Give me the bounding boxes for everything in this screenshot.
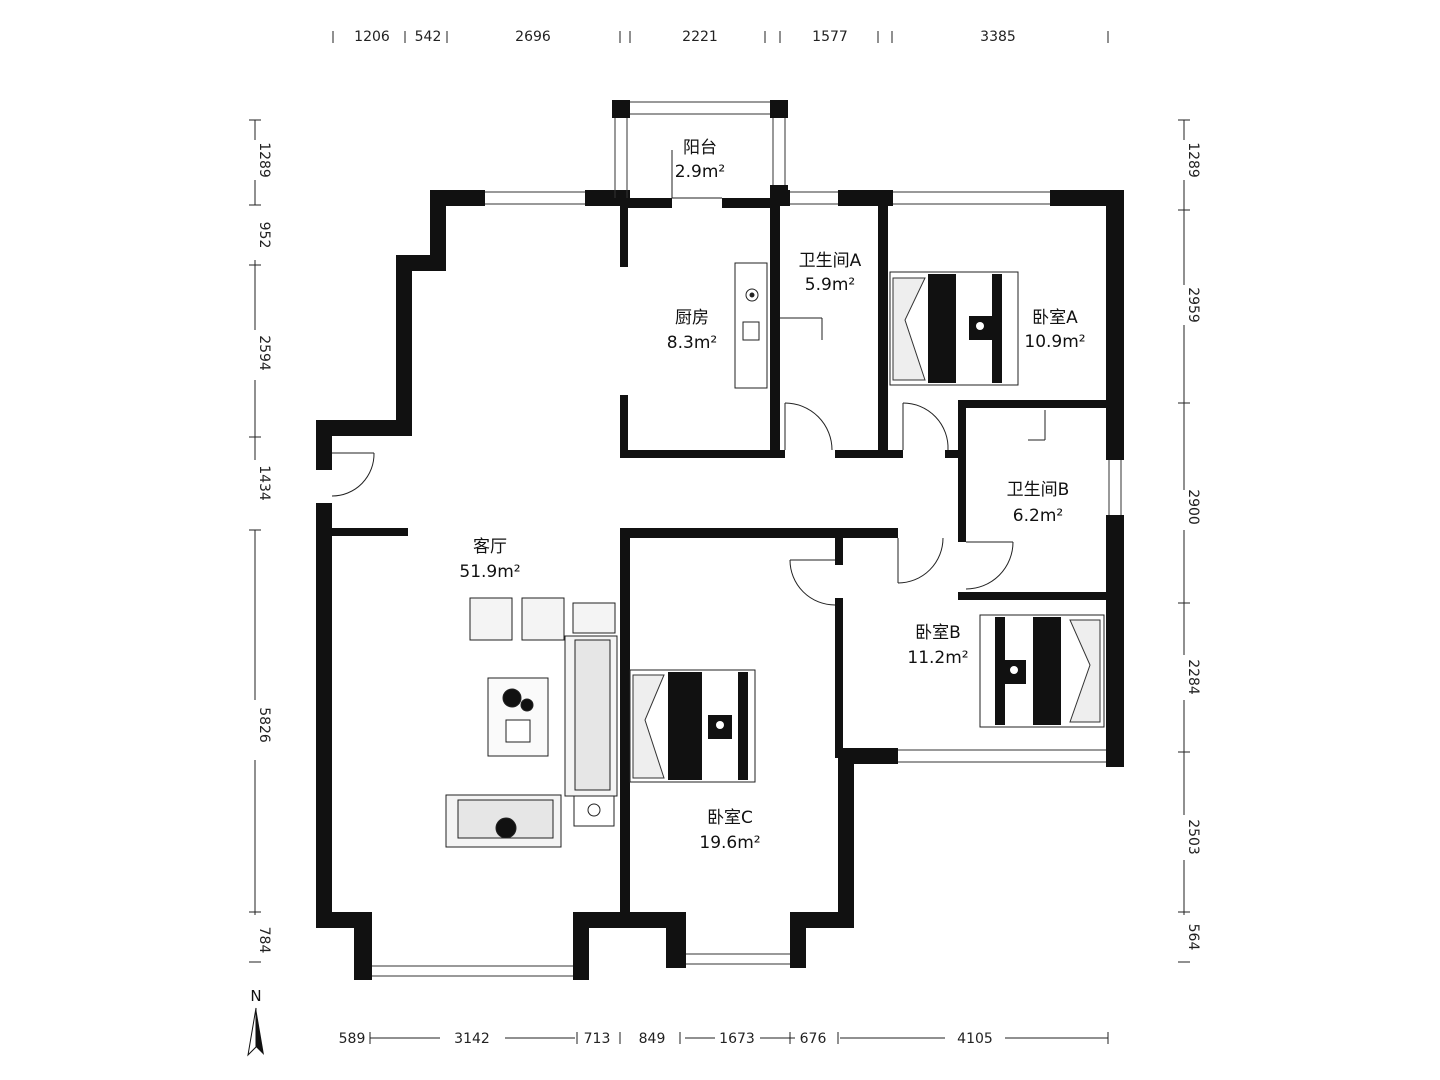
room-balcony-name: 阳台 xyxy=(683,138,717,158)
room-living-name: 客厅 xyxy=(473,537,507,557)
dim-bottom-3: 713 xyxy=(584,1031,611,1047)
compass-icon: N xyxy=(247,987,264,1057)
dim-right-1: 1289 xyxy=(1185,142,1201,178)
dimension-left xyxy=(249,119,261,963)
dim-left-4: 1434 xyxy=(256,465,272,501)
room-kitchen-name: 厨房 xyxy=(675,308,709,328)
room-bath-a-area: 5.9m² xyxy=(805,275,855,295)
dimension-right xyxy=(1178,119,1190,963)
dimension-bottom xyxy=(369,1032,1109,1044)
room-bed-a-area: 10.9m² xyxy=(1024,332,1085,352)
bed-a-icon xyxy=(889,271,1019,386)
dim-bottom-7: 4105 xyxy=(957,1031,993,1047)
bed-c-icon xyxy=(629,669,756,783)
room-kitchen-area: 8.3m² xyxy=(667,333,717,353)
dim-right-2: 2959 xyxy=(1185,287,1201,323)
dim-right-4: 2284 xyxy=(1185,659,1201,695)
dim-left-2: 952 xyxy=(256,222,272,249)
room-bed-b-area: 11.2m² xyxy=(907,648,968,668)
room-bath-a-name: 卫生间A xyxy=(799,251,862,271)
dim-left-5: 5826 xyxy=(256,707,272,743)
room-bath-b-area: 6.2m² xyxy=(1013,506,1063,526)
windows xyxy=(372,101,1122,977)
dim-left-3: 2594 xyxy=(256,335,272,371)
dim-bottom-1: 589 xyxy=(339,1031,366,1047)
dim-bottom-4: 849 xyxy=(639,1031,666,1047)
walls xyxy=(316,100,1124,980)
dim-top-2: 542 xyxy=(415,29,442,45)
kitchen-counter-icon xyxy=(734,262,823,389)
bath-b-fixture-icon xyxy=(1028,410,1046,441)
dim-bottom-5: 1673 xyxy=(719,1031,755,1047)
dimension-top xyxy=(332,31,1109,43)
dim-bottom-2: 3142 xyxy=(454,1031,490,1047)
dim-top-4: 2221 xyxy=(682,29,718,45)
dim-right-3: 2900 xyxy=(1185,489,1201,525)
dim-top-1: 1206 xyxy=(354,29,390,45)
room-balcony-area: 2.9m² xyxy=(675,162,725,182)
dim-bottom-6: 676 xyxy=(800,1031,827,1047)
dim-right-6: 564 xyxy=(1185,924,1201,951)
dim-top-5: 1577 xyxy=(812,29,848,45)
room-bed-c-area: 19.6m² xyxy=(699,833,760,853)
dim-ticks-top xyxy=(332,31,1109,43)
room-bath-b-name: 卫生间B xyxy=(1007,480,1070,500)
room-bed-a-name: 卧室A xyxy=(1032,308,1078,328)
compass-north-label: N xyxy=(250,987,261,1005)
bed-b-icon xyxy=(979,614,1105,728)
room-bed-c-name: 卧室C xyxy=(707,808,753,828)
room-living-area: 51.9m² xyxy=(459,562,520,582)
dim-left-6: 784 xyxy=(256,927,272,954)
dim-top-6: 3385 xyxy=(980,29,1016,45)
room-bed-b-name: 卧室B xyxy=(915,623,961,643)
dim-right-5: 2503 xyxy=(1185,819,1201,855)
doors xyxy=(331,150,1014,606)
sofa-set-icon xyxy=(445,597,618,848)
dim-top-3: 2696 xyxy=(515,29,551,45)
dim-left-1: 1289 xyxy=(256,142,272,178)
